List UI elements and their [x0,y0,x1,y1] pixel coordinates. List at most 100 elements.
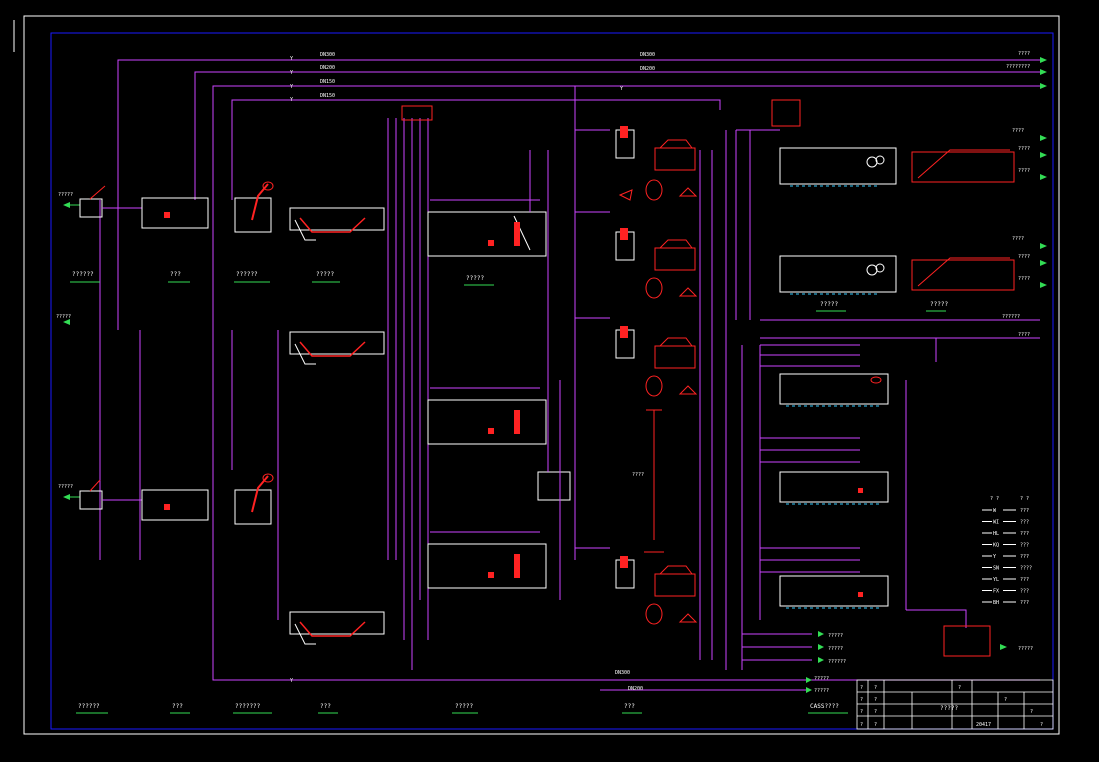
title-cell: ? [860,709,863,715]
caption: ????? [455,703,473,710]
legend-meaning: ??? [1020,520,1029,526]
legend-header: ? ? [990,496,999,502]
pipe-code: DN300 [640,52,655,58]
title-cell: ? [874,722,877,728]
title-cell: ? [1030,709,1033,715]
bottom-captions: ?????? ??? ??????? ??? ????? ??? CASS???… [76,703,848,714]
inner-frame [50,32,1054,730]
title-cell: ? [1040,722,1043,728]
inlet-label: ????? [56,314,71,320]
line-letter: Y [290,56,293,62]
unit-caption: ??? [170,271,181,278]
pipe-code: DN150 [320,79,335,85]
unit-caption: ?????? [236,271,258,278]
blower-units: ???? [574,100,727,670]
legend-meaning: ??? [1020,508,1029,514]
pipe-code: DN200 [320,65,335,71]
title-cell: ? [874,685,877,691]
title-block-text: ????? 20417 ? ? ? ? ? ? ? ? ? ? ? ? [860,685,1043,728]
pipe-line-labels: DN300 DN200 DN150 DN150 DN300 DN200 Y Y … [290,52,655,692]
line-letter: Y [290,678,293,684]
title-cell: ? [860,685,863,691]
legend-code: BH [993,600,999,606]
center-caption: ???? [632,472,644,478]
vertical-manifold [387,105,433,670]
outlet-label: ???? [1018,254,1030,260]
outlet-label: ????? [814,676,829,682]
inlet-unit-lower: ????? ????? [56,314,274,525]
unit-caption: ????? [820,301,838,308]
legend-code: FX [993,589,999,595]
thickener-outlets: ???? ???? ???? ???? ???? ???? ?????? ???… [1002,128,1047,338]
inlet-unit-upper: ????? ?????? ??? ?????? [58,181,274,283]
line-letter: Y [290,84,293,90]
outlet-label: ?????? [1002,314,1020,320]
title-cell: ? [958,685,961,691]
sheet-number: 20417 [976,722,991,728]
outlet-label: ???? [1018,332,1030,338]
legend-meaning: ??? [1020,554,1029,560]
title-cell: ? [860,722,863,728]
legend-meaning: ??? [1020,531,1029,537]
outlet-label: ????? [828,646,843,652]
title-cell: ? [860,697,863,703]
legend: ? ? ? ? W??? WI??? HL??? KQ??? Y??? SN???? YL?… [982,496,1032,606]
top-trunk-pipes [99,59,1040,691]
right-top-outlets: ???? ???????? [1006,51,1047,89]
pipe-code: DN200 [628,686,643,692]
unit-caption: ????? [930,301,948,308]
title-cell: ? [874,697,877,703]
caption: ?????? [78,703,100,710]
unit-caption: ????? [466,275,484,282]
cass-tanks: ????? [427,150,571,600]
outlet-label: ???? [1012,236,1024,242]
outlet-label: ???? [1018,146,1030,152]
outlet-label: ???? [1018,168,1030,174]
outlet-label: ????? [1018,646,1033,652]
legend-code: W [993,508,997,514]
outlet-label: ???? [1018,276,1030,282]
legend-meaning: ??? [1020,543,1029,549]
caption: ??? [172,703,183,710]
bottom-outlets: ????? ????? ?????? ????? ????? ????? [742,631,1033,694]
inlet-label: ????? [58,484,73,490]
outlet-label: ?????? [828,659,846,665]
outlet-label: ???????? [1006,64,1030,70]
primary-clarifiers: ????? [289,207,385,645]
drawing-title: ????? [940,705,958,712]
outlet-label: ???? [1012,128,1024,134]
legend-code: YL [993,577,999,583]
legend-code: HL [993,531,999,537]
unit-caption: ????? [316,271,334,278]
unit-caption: ?????? [72,271,94,278]
inlet-label: ????? [58,192,73,198]
pipe-code: DN300 [615,670,630,676]
pipe-code: DN200 [640,66,655,72]
pipe-code: DN150 [320,93,335,99]
aeration-tanks [741,344,1007,670]
pipe-code: DN300 [320,52,335,58]
title-cell: ? [874,709,877,715]
legend-header: ? ? [1020,496,1029,502]
line-letter: Y [290,70,293,76]
caption: ??????? [235,703,261,710]
legend-meaning: ???? [1020,566,1032,572]
legend-code: KQ [993,543,999,549]
caption: ??? [624,703,635,710]
caption: ??? [320,703,331,710]
outer-frame [23,15,1060,735]
outlet-label: ????? [828,633,843,639]
outlet-label: ????? [814,688,829,694]
title-block [856,679,1054,730]
legend-code: Y [993,554,996,560]
legend-code: SN [993,566,999,572]
project-code: CASS???? [810,703,839,710]
line-letter: Y [290,97,293,103]
legend-meaning: ??? [1020,589,1029,595]
outlet-label: ???? [1018,51,1030,57]
legend-code: WI [993,520,999,526]
legend-meaning: ??? [1020,577,1029,583]
thickeners: ????? ????? [735,99,1040,362]
line-letter: Y [620,86,623,92]
